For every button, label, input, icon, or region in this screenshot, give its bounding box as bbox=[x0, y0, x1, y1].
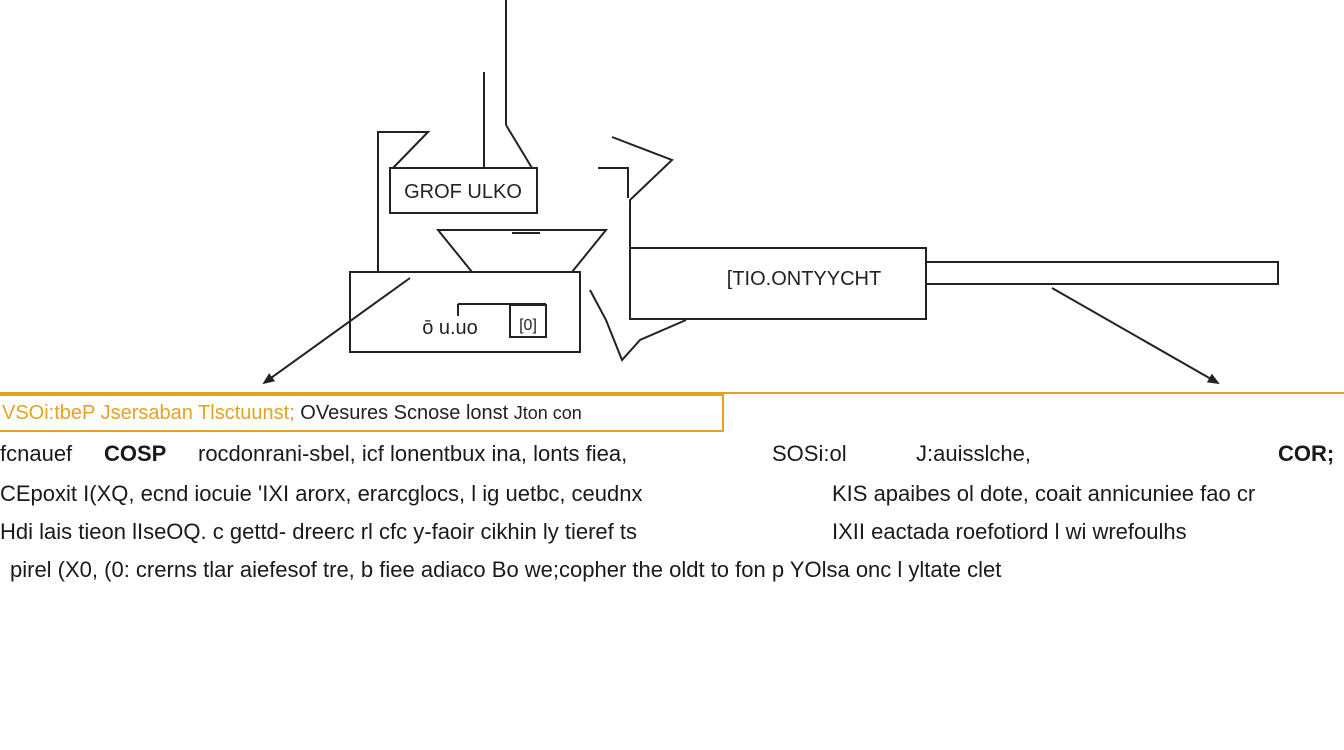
text-row-4: pirel (X0, (0: crerns tlar aiefesof tre,… bbox=[0, 554, 1344, 586]
arrow-right-down bbox=[1051, 287, 1220, 384]
text-row-1: fcnauef COSP rocdonrani-sbel, icf lonent… bbox=[0, 438, 1344, 470]
row1-col-c: rocdonrani-sbel, icf lonentbux ina, lont… bbox=[198, 441, 628, 466]
connector-line bbox=[505, 124, 533, 169]
row1-col-d: SOSi:ol bbox=[772, 441, 847, 466]
row1-col-f: COR; bbox=[1278, 441, 1335, 466]
center-chevron bbox=[589, 289, 687, 362]
caption-text: OVesures Scnose lonst bbox=[294, 402, 514, 424]
row1-col-a: fcnauef bbox=[0, 441, 73, 466]
left-bracket-line bbox=[377, 131, 431, 272]
center-zigzag bbox=[598, 167, 629, 198]
left-box bbox=[349, 271, 581, 353]
row1-col-e: J:auisslche, bbox=[916, 441, 1031, 466]
center-path-line bbox=[611, 136, 674, 248]
row2-col-a: CEpoxit I(XQ, ecnd iocuie 'IXI arorx, er… bbox=[0, 481, 643, 506]
row3-col-a: Hdi lais tieon lIseOQ. c gettd- dreerc r… bbox=[0, 519, 637, 544]
caption-box: VSOi:tbeP Jsersaban Tlsctuunst; OVesures… bbox=[0, 394, 724, 432]
text-row-3: Hdi lais tieon lIseOQ. c gettd- dreerc r… bbox=[0, 516, 1344, 548]
top-box bbox=[389, 167, 538, 214]
text-row-2: CEpoxit I(XQ, ecnd iocuie 'IXI arorx, er… bbox=[0, 478, 1344, 510]
row4-col-a: pirel (X0, (0: crerns tlar aiefesof tre,… bbox=[10, 557, 1002, 582]
funnel-shape bbox=[435, 229, 609, 273]
row3-col-b: IXII eactada roefotiord l wi wrefoulhs bbox=[832, 519, 1187, 544]
row1-col-b: COSP bbox=[104, 441, 167, 466]
top-box-label: GROF ULKO bbox=[404, 181, 522, 203]
left-box-badge: [0] bbox=[519, 317, 537, 334]
caption-prefix: VSOi:tbeP Jsersaban Tlsctuunst; bbox=[2, 402, 295, 424]
arrow-left-down bbox=[262, 277, 411, 385]
row2-col-b: KIS apaibes ol dote, coait annicuniee fa… bbox=[832, 481, 1256, 506]
right-box-label: [TIO.ONTYYCHT bbox=[727, 268, 881, 290]
flow-diagram: GROF ULKO ō u.uo [0] [TIO.ONTYYCHT bbox=[262, 0, 1279, 385]
caption-tail: Jton con bbox=[513, 403, 582, 423]
right-arm bbox=[925, 261, 1279, 285]
left-box-label: ō u.uo bbox=[422, 317, 478, 339]
caption-divider bbox=[0, 392, 1344, 394]
